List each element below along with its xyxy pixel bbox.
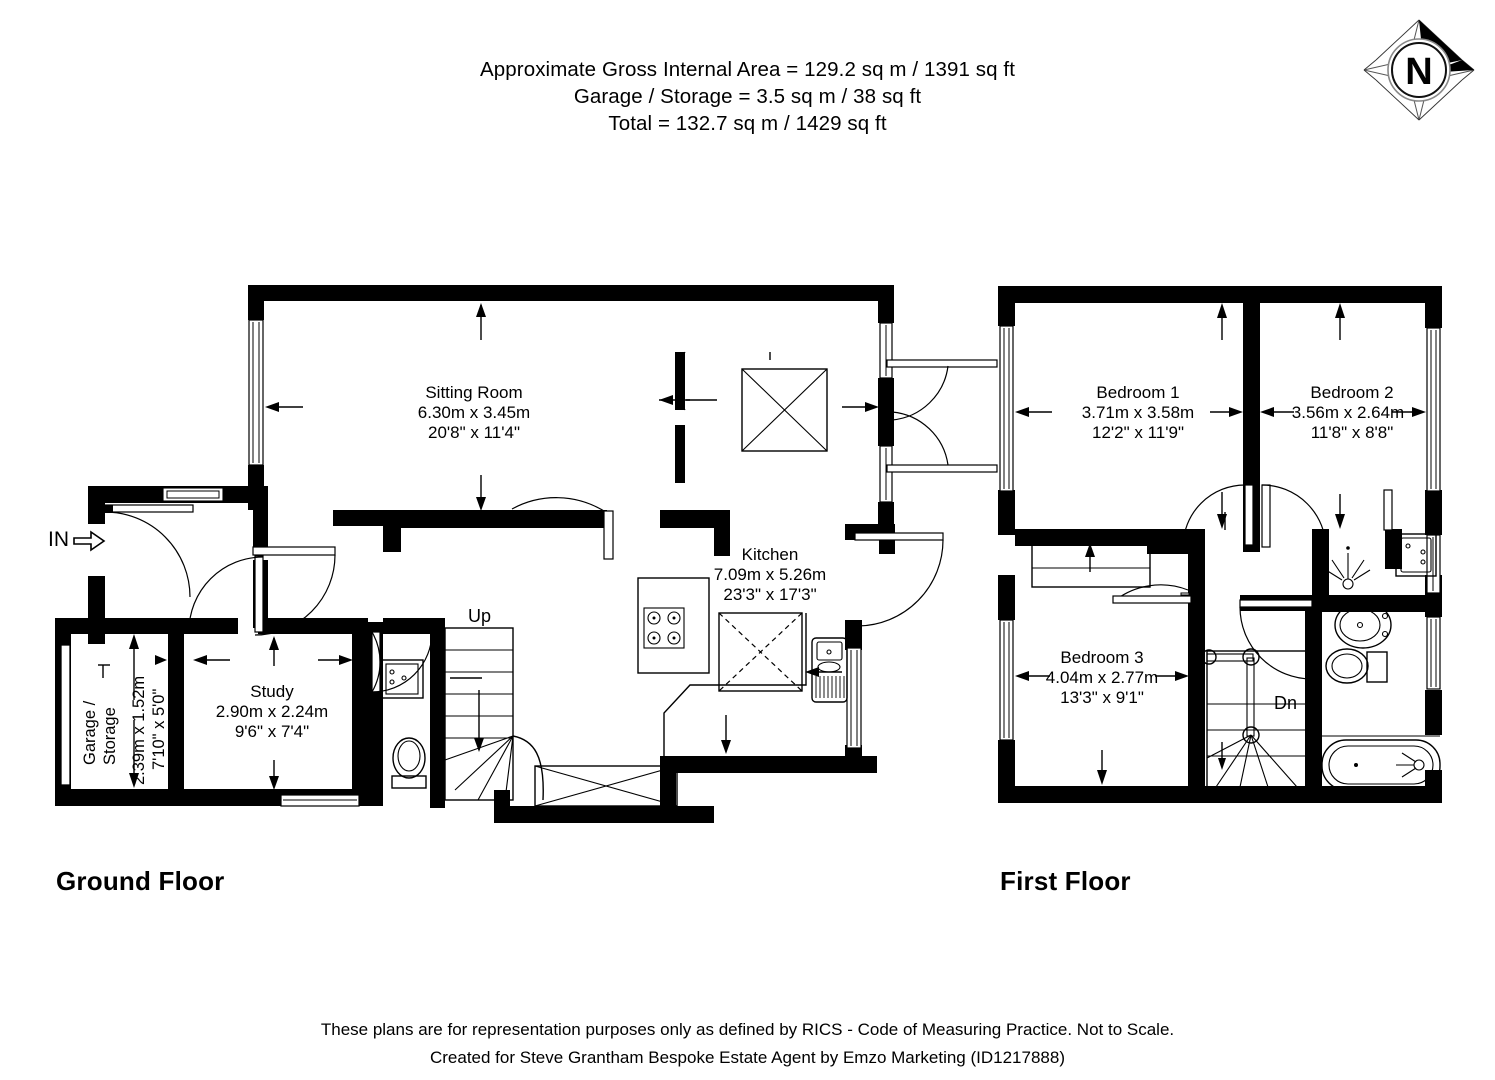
door-french-double xyxy=(886,359,998,473)
window-sitting-right-lower xyxy=(879,445,893,503)
bedroom2-metric: 3.56m x 2.64m xyxy=(1292,403,1404,422)
window-ensuite xyxy=(1426,534,1441,594)
bathtub-icon xyxy=(1321,735,1441,791)
door-wc xyxy=(371,631,433,693)
window-sitting-right-upper xyxy=(879,322,893,379)
bedroom1-imperial: 12'2" x 11'9" xyxy=(1092,423,1184,442)
door-bathroom xyxy=(1239,599,1313,680)
bedroom1-metric: 3.71m x 3.58m xyxy=(1082,403,1194,422)
first-floor-title: First Floor xyxy=(1000,866,1131,896)
door-ensuite xyxy=(1383,489,1393,531)
kitchen-fixtures xyxy=(534,368,848,807)
ground-floor-doors xyxy=(104,351,998,693)
toilet-icon xyxy=(391,737,427,789)
entrance-label: IN xyxy=(48,528,69,551)
bedroom3-metric: 4.04m x 2.77m xyxy=(1046,668,1158,687)
gross-internal-area-text: Approximate Gross Internal Area = 129.2 … xyxy=(480,58,1015,81)
first-floor-fixtures xyxy=(1321,533,1441,791)
balustrade xyxy=(1201,648,1260,744)
ground-floor-staircase: Up xyxy=(433,606,544,801)
bathroom-toilet-icon xyxy=(1325,648,1388,684)
study-metric: 2.90m x 2.24m xyxy=(216,702,328,721)
entrance-arrow-icon xyxy=(73,530,106,552)
entrance-marker: IN xyxy=(48,528,106,552)
garage-imperial: 7'10" x 5'0" xyxy=(150,689,168,770)
kitchen-metric: 7.09m x 5.26m xyxy=(714,565,826,584)
ground-room-labels: Sitting Room 6.30m x 3.45m 20'8" x 11'4"… xyxy=(81,383,826,785)
stairs-up-label: Up xyxy=(468,606,491,626)
garage-door-opening xyxy=(60,644,71,786)
door-bedroom3 xyxy=(1112,584,1192,604)
study-name: Study xyxy=(250,682,294,701)
door-study xyxy=(188,555,264,633)
kitchen-island-icon xyxy=(718,612,803,692)
door-bedroom1 xyxy=(1182,484,1254,548)
window-hall xyxy=(280,794,360,807)
ground-floor-plan: Up IN xyxy=(48,285,998,823)
garage-name-line2: Storage xyxy=(101,707,119,765)
garage-metric: 2.39m x 1.52m xyxy=(130,676,148,785)
ground-floor-walls xyxy=(55,285,895,823)
kitchen-top-feature xyxy=(741,368,828,452)
compass-north-label: N xyxy=(1405,51,1432,93)
cooker-icon xyxy=(637,577,710,674)
door-kitchen-utility xyxy=(675,351,686,483)
sitting-room-name: Sitting Room xyxy=(425,383,522,402)
window-kitchen-right xyxy=(846,647,862,749)
shower-icon xyxy=(1325,546,1371,590)
ground-floor-windows xyxy=(60,319,893,807)
first-room-labels: Bedroom 1 3.71m x 3.58m 12'2" x 11'9" Be… xyxy=(1046,383,1404,707)
bedroom2-imperial: 11'8" x 8'8" xyxy=(1311,423,1394,442)
bedroom1-name: Bedroom 1 xyxy=(1096,383,1179,402)
credit-text: Created for Steve Grantham Bespoke Estat… xyxy=(429,1048,1065,1067)
door-bedroom2 xyxy=(1261,484,1327,550)
garage-name-line1: Garage / xyxy=(81,700,99,765)
first-dimension-arrows xyxy=(1015,303,1426,785)
kitchen-name: Kitchen xyxy=(742,545,799,564)
compass-rose-icon: N xyxy=(1363,19,1475,121)
ensuite-basin-icon xyxy=(1395,533,1437,577)
window-bedroom1 xyxy=(999,325,1014,492)
stairs-down-label: Dn xyxy=(1274,693,1297,713)
bedroom2-name: Bedroom 2 xyxy=(1310,383,1393,402)
total-area-text: Total = 132.7 sq m / 1429 sq ft xyxy=(608,112,887,135)
ground-floor-title: Ground Floor xyxy=(56,866,225,896)
window-bathroom xyxy=(1426,616,1441,690)
sitting-room-imperial: 20'8" x 11'4" xyxy=(428,423,520,442)
first-floor-windows xyxy=(999,325,1441,741)
first-floor-plan: Dn xyxy=(998,286,1442,803)
garage-storage-area-text: Garage / Storage = 3.5 sq m / 38 sq ft xyxy=(573,85,922,108)
first-floor-staircase: Dn xyxy=(1201,648,1309,800)
window-sitting-left xyxy=(248,319,264,466)
landing-cupboard xyxy=(1031,544,1151,588)
bedroom3-name: Bedroom 3 xyxy=(1060,648,1143,667)
first-floor-walls xyxy=(998,286,1442,803)
kitchen-unit-icon xyxy=(534,765,678,807)
window-bedroom2 xyxy=(1426,327,1441,492)
window-bedroom3 xyxy=(999,619,1014,741)
door-kitchen-back xyxy=(854,532,944,627)
bedroom3-imperial: 13'3" x 9'1" xyxy=(1060,688,1144,707)
bathroom-basin-icon xyxy=(1334,601,1392,649)
kitchen-imperial: 23'3" x 17'3" xyxy=(723,585,816,604)
door-entrance xyxy=(104,504,194,598)
basin-icon xyxy=(380,659,424,699)
study-imperial: 9'6" x 7'4" xyxy=(235,722,309,741)
wc-fixtures xyxy=(380,659,427,789)
sitting-room-metric: 6.30m x 3.45m xyxy=(418,403,530,422)
door-sitting-kitchen xyxy=(511,497,614,560)
ground-dimension-arrows xyxy=(98,303,879,790)
disclaimer-text: These plans are for representation purpo… xyxy=(320,1020,1175,1039)
first-floor-doors xyxy=(1112,484,1393,680)
door-hall-sitting xyxy=(252,546,336,636)
